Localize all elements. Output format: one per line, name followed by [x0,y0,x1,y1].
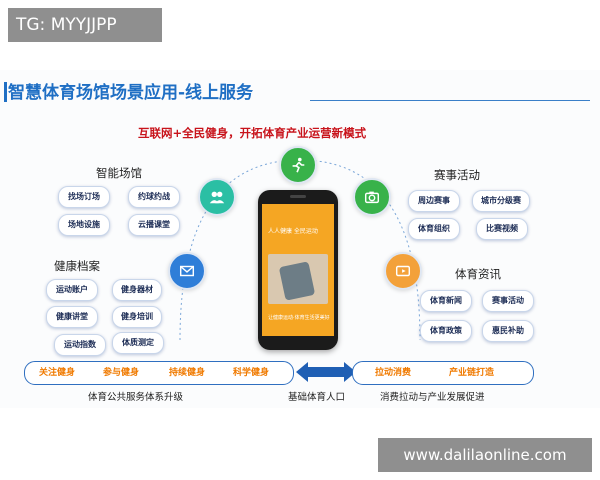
left-bar: 关注健身 参与健身 持续健身 科学健身 [24,361,294,385]
pill-cloud-class[interactable]: 云播课堂 [128,214,180,236]
pill-health-lecture[interactable]: 健康讲堂 [46,306,98,328]
title-accent-bar [4,82,7,102]
pill-sport-org[interactable]: 体育组织 [408,218,460,240]
hand-phone-image [278,261,316,301]
screen-photo [268,254,328,304]
person-group-icon [198,178,236,216]
phone-mockup: 人人健康 全民运动 让健康运动·体育生活更美好 [258,190,338,350]
screen-headline: 人人健康 全民运动 [268,228,318,235]
pill-find-venue[interactable]: 找场订场 [58,186,110,208]
pill-facilities[interactable]: 场地设施 [58,214,110,236]
pill-sport-index[interactable]: 运动指数 [54,334,106,356]
pill-city-league[interactable]: 城市分级赛 [472,190,530,212]
screen-tagline: 让健康运动·体育生活更美好 [268,315,330,321]
pill-sport-policy[interactable]: 体育政策 [420,320,472,342]
pill-book-match[interactable]: 约球约战 [128,186,180,208]
group-title-health-record: 健康档案 [54,259,100,273]
pill-physique-test[interactable]: 体质测定 [112,332,164,354]
pill-sport-news[interactable]: 体育新闻 [420,290,472,312]
pill-nearby-events[interactable]: 周边赛事 [408,190,460,212]
group-title-smart-venue: 智能场馆 [96,166,142,180]
title-rule [310,100,590,101]
bottom-label-left: 体育公共服务体系升级 [88,392,184,403]
left-bar-item-4: 科学健身 [233,368,270,378]
pill-equipment[interactable]: 健身器材 [112,279,162,301]
phone-screen: 人人健康 全民运动 让健康运动·体育生活更美好 [262,204,334,336]
pill-subsidy[interactable]: 惠民补助 [482,320,534,342]
watermark-top: TG: MYYJJPP [8,8,162,42]
pill-event-activities[interactable]: 赛事活动 [482,290,534,312]
bottom-label-right: 消费拉动与产业发展促进 [380,392,485,403]
page-title: 智慧体育场馆场景应用-线上服务 [8,83,254,103]
watermark-bottom: www.dalilaonline.com [378,438,592,472]
double-arrow-icon [296,362,356,382]
pill-match-video[interactable]: 比赛视频 [476,218,528,240]
right-bar: 拉动消费 产业链打造 [352,361,534,385]
left-bar-item-3: 持续健身 [169,368,206,378]
left-bar-item-1: 关注健身 [39,368,76,378]
left-bar-item-2: 参与健身 [103,368,140,378]
envelope-icon [168,252,206,290]
right-bar-item-1: 拉动消费 [375,368,412,378]
runner-icon [279,146,317,184]
pill-sport-account[interactable]: 运动账户 [46,279,98,301]
subtitle: 互联网+全民健身，开拓体育产业运营新模式 [138,126,367,140]
phone-speaker [290,195,306,198]
pill-fitness-training[interactable]: 健身培训 [112,306,162,328]
group-title-sports-info: 体育资讯 [455,267,501,281]
bottom-label-center: 基础体育人口 [288,392,346,403]
right-bar-item-2: 产业链打造 [449,368,495,378]
camera-icon [353,178,391,216]
play-icon [384,252,422,290]
group-title-events: 赛事活动 [434,168,480,182]
